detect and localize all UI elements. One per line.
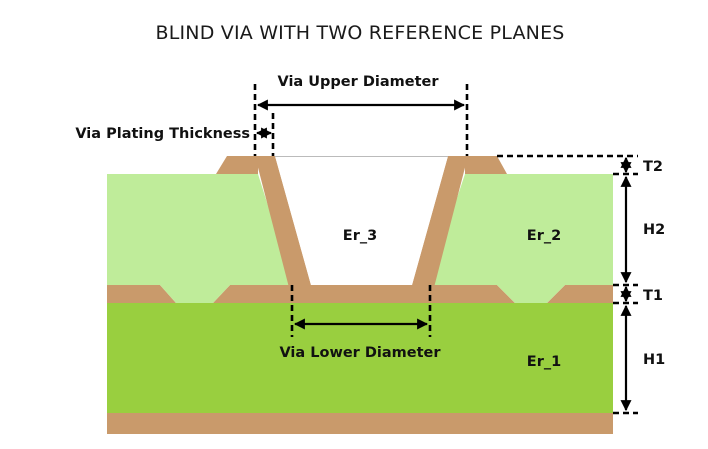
via-lower-diameter-label: Via Lower Diameter — [279, 345, 441, 361]
upper-dielectric-right — [428, 174, 613, 285]
top-copper-pad-left — [216, 156, 258, 174]
h2-label: H2 — [643, 222, 665, 238]
er2-label: Er_2 — [527, 228, 561, 244]
er3-label: Er_3 — [343, 228, 377, 244]
upper-dielectric-left — [107, 174, 293, 285]
t2-label: T2 — [643, 159, 663, 175]
t1-label: T1 — [643, 288, 663, 304]
top-copper-pad-right — [465, 156, 507, 174]
er1-label: Er_1 — [527, 354, 561, 370]
via-hollow-er3 — [275, 156, 448, 285]
via-plating-thickness-label: Via Plating Thickness — [75, 126, 250, 142]
diagram-title: BLIND VIA WITH TWO REFERENCE PLANES — [155, 22, 564, 44]
middle-copper-plane — [107, 285, 613, 303]
middle-plane-gap-fill — [160, 285, 565, 303]
via-upper-diameter-label: Via Upper Diameter — [278, 74, 440, 90]
via-plating — [255, 156, 468, 303]
bottom-copper-plane — [107, 413, 613, 434]
h1-label: H1 — [643, 352, 665, 368]
